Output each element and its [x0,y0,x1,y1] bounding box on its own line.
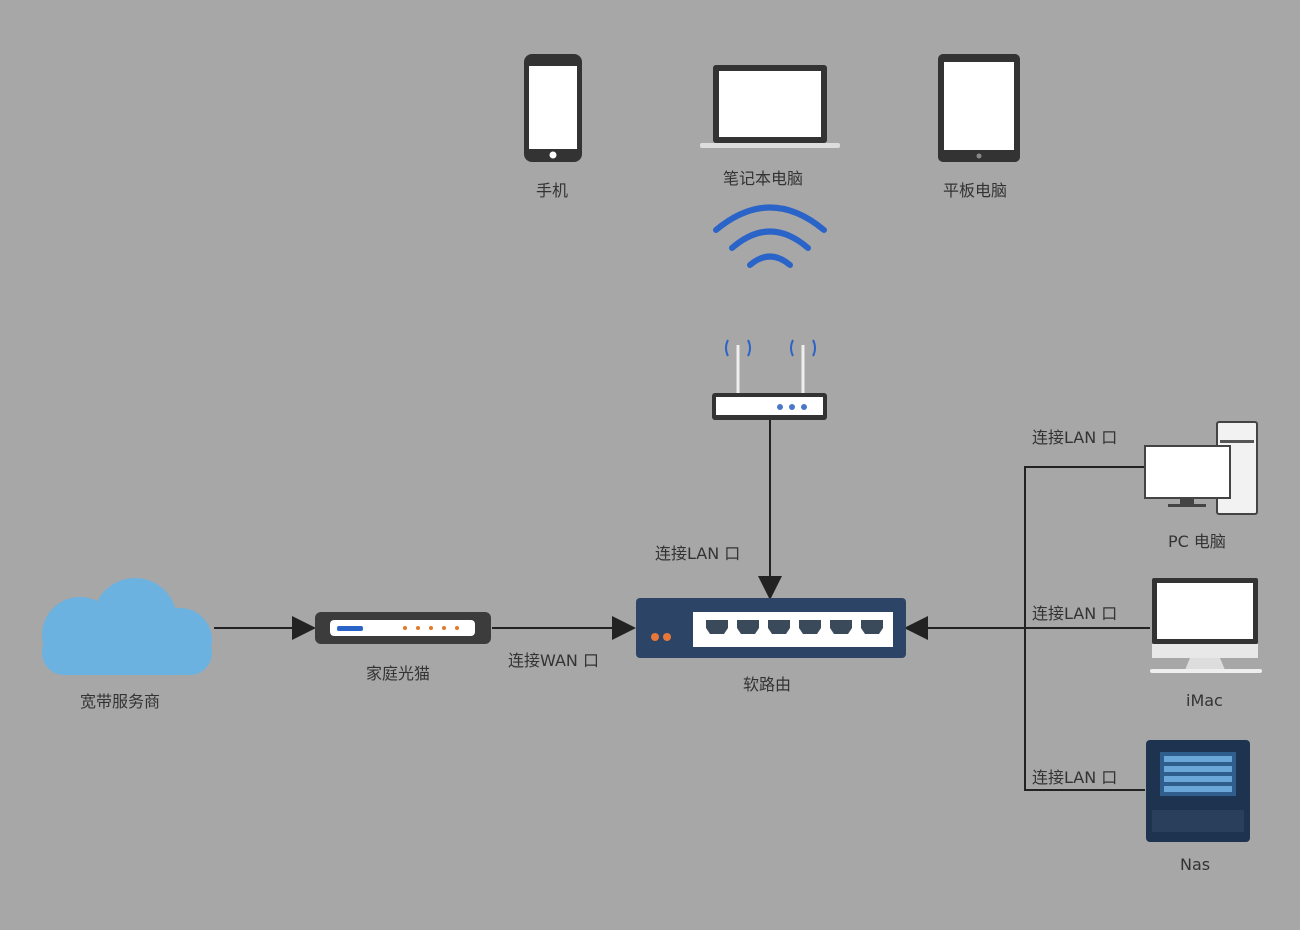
modem-label: 家庭光猫 [366,664,431,683]
phone-label: 手机 [536,181,569,200]
pc-label: PC 电脑 [1168,532,1226,551]
tablet-label: 平板电脑 [943,181,1008,200]
phone-icon [524,54,582,162]
laptop-icon [700,65,840,148]
pc-lan-link-label: 连接LAN 口 [1032,428,1118,447]
imac-lan-link-label: 连接LAN 口 [1032,604,1118,623]
nas-lan-link-label: 连接LAN 口 [1032,768,1118,787]
soft-router-icon [636,598,906,658]
cloud-icon [42,578,212,675]
pc-icon [1144,421,1258,515]
tablet-icon [938,54,1020,162]
wifi-icon [713,204,827,268]
router-label: 软路由 [743,675,792,694]
isp-label: 宽带服务商 [80,692,161,711]
connection-lines [214,420,1150,791]
nas-icon [1146,740,1250,842]
imac-label: iMac [1186,691,1223,710]
ap-lan-link-label: 连接LAN 口 [655,544,741,563]
modem-icon [315,612,491,644]
nas-label: Nas [1180,855,1211,874]
imac-icon [1150,578,1262,673]
laptop-label: 笔记本电脑 [723,169,804,188]
wan-link-label: 连接WAN 口 [508,651,599,670]
wireless-router-icon [712,339,827,420]
